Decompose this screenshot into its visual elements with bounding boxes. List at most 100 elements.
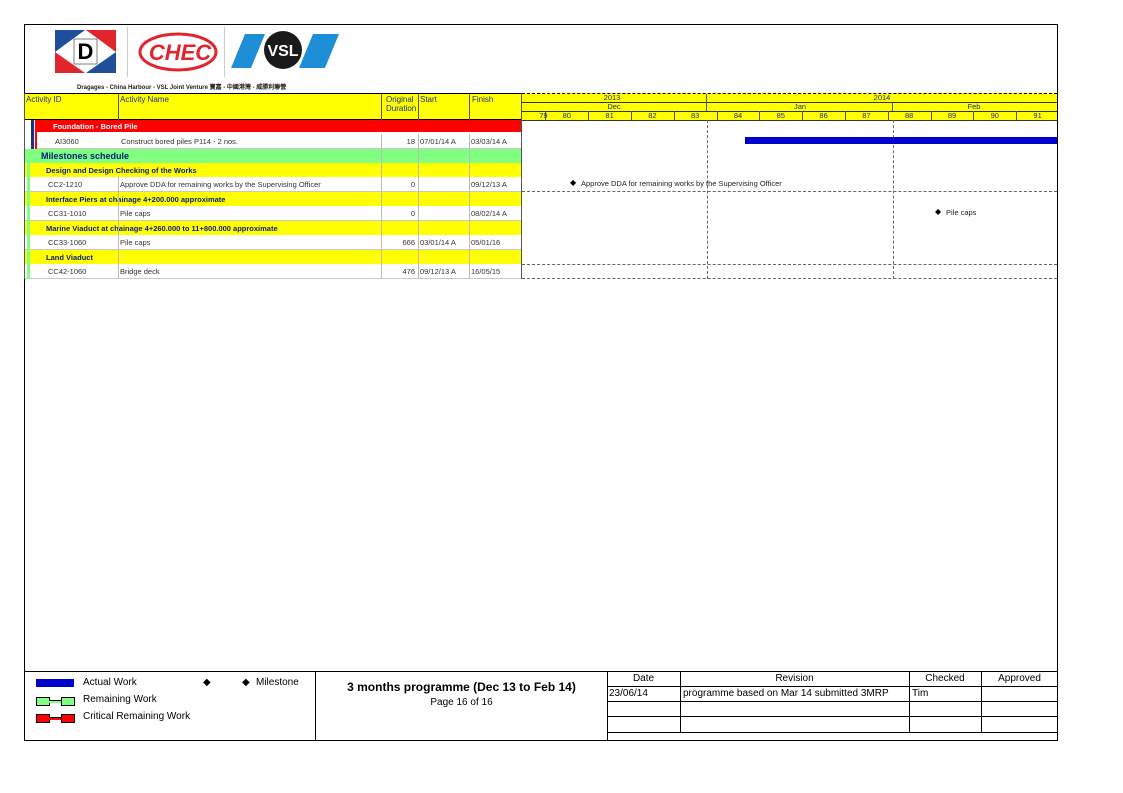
col-finish[interactable]: Finish	[472, 95, 494, 104]
group-milestones[interactable]: Milestones schedule	[24, 149, 522, 163]
group-label: Interface Piers at chainage 4+200.000 ap…	[46, 194, 226, 204]
group-design[interactable]: Design and Design Checking of the Works	[24, 163, 522, 177]
col-original-duration[interactable]: Original	[386, 95, 414, 104]
rev-date: 23/06/14	[609, 688, 648, 699]
week-label: 84	[733, 111, 743, 120]
svg-text:VSL: VSL	[267, 43, 298, 60]
column-header: Activity ID Activity Name Original Durat…	[24, 93, 522, 121]
legend-remaining-swatch	[36, 696, 75, 706]
activity-duration: 0	[410, 179, 415, 189]
rev-description: programme based on Mar 14 submitted 3MRP	[683, 688, 889, 699]
week-divider	[631, 111, 632, 120]
gantt-gridline	[707, 120, 708, 279]
activity-duration: 666	[402, 237, 415, 247]
group-interface[interactable]: Interface Piers at chainage 4+200.000 ap…	[24, 192, 522, 206]
group-label: Design and Design Checking of the Works	[46, 165, 197, 175]
jv-caption: Dragages - China Harbour - VSL Joint Ven…	[77, 85, 287, 91]
legend-remaining-label: Remaining Work	[83, 694, 157, 705]
legend-critical-label: Critical Remaining Work	[83, 711, 191, 722]
week-divider	[759, 111, 761, 120]
svg-text:D: D	[78, 39, 94, 64]
activity-finish: 09/12/13 A	[471, 179, 507, 189]
wbs-indicator	[27, 149, 30, 279]
milestone-icon: ◆	[203, 677, 211, 688]
activity-name: Bridge deck	[120, 266, 160, 276]
week-label: 90	[990, 111, 999, 120]
table-border	[24, 93, 25, 279]
wbs-indicator	[31, 120, 34, 149]
table-row[interactable]: CC42-1060 Bridge deck 476 09/12/13 A 16/…	[24, 264, 522, 279]
logo-divider	[224, 27, 225, 77]
table-border	[469, 134, 470, 279]
week-divider	[545, 111, 547, 120]
activity-start: 07/01/14 A	[420, 136, 456, 146]
milestone-icon: ◆	[242, 677, 250, 688]
week-divider	[930, 111, 932, 120]
milestone-label: Approve DDA for remaining works by the S…	[581, 179, 782, 188]
page-frame	[24, 24, 1058, 741]
week-label: 91	[1033, 111, 1042, 120]
table-row[interactable]: CC2-1210 Approve DDA for remaining works…	[24, 177, 522, 192]
week-label: 83	[691, 111, 700, 120]
svg-text:CHEC: CHEC	[149, 40, 212, 65]
group-marine[interactable]: Marine Viaduct at chainage 4+260.000 to …	[24, 221, 522, 235]
table-border	[418, 134, 419, 279]
activity-id: AI3060	[55, 136, 79, 146]
activity-duration: 18	[406, 136, 415, 146]
week-label: 89	[947, 111, 957, 120]
week-label: 87	[862, 111, 871, 120]
actual-work-bar[interactable]	[745, 137, 1057, 144]
group-label: Marine Viaduct at chainage 4+260.000 to …	[46, 223, 278, 233]
table-row[interactable]: CC31-1010 Pile caps 0 08/02/14 A	[24, 206, 522, 221]
month-jan: Jan	[793, 102, 807, 111]
activity-duration: 476	[402, 266, 415, 276]
week-divider	[673, 111, 675, 120]
table-border	[118, 177, 119, 279]
table-row[interactable]: AI3060 Construct bored piles P114 - 2 no…	[37, 134, 522, 149]
week-label: 88	[905, 111, 914, 120]
gantt-gridline	[893, 120, 894, 279]
week-divider	[588, 111, 590, 120]
group-foundation[interactable]: Foundation - Bored Pile	[37, 120, 522, 132]
activity-finish: 08/02/14 A	[471, 208, 507, 218]
col-start[interactable]: Start	[420, 95, 437, 104]
month-dec: Dec	[607, 102, 621, 111]
activity-id: CC2-1210	[48, 179, 83, 189]
group-label: Milestones schedule	[41, 151, 130, 161]
col-activity-id[interactable]: Activity ID	[26, 95, 62, 104]
milestone-icon[interactable]: ◆	[935, 207, 942, 216]
activity-name: Construct bored piles P114 - 2 nos.	[121, 136, 239, 146]
activity-id: CC31-1010	[48, 208, 87, 218]
logo-divider	[127, 27, 128, 77]
activity-duration: 0	[410, 208, 415, 218]
gantt-gridline	[522, 264, 1057, 265]
legend-actual-label: Actual Work	[83, 677, 137, 688]
legend-actual-swatch	[36, 679, 74, 687]
week-label: 79	[539, 111, 548, 120]
programme-title: 3 months programme (Dec 13 to Feb 14)	[347, 680, 576, 694]
activity-name: Pile caps	[120, 237, 151, 247]
activity-start: 09/12/13 A	[420, 266, 456, 276]
activity-finish: 16/05/15	[471, 266, 501, 276]
gantt-gridline	[522, 278, 1057, 279]
week-divider	[1016, 111, 1018, 120]
vsl-logo: VSL	[231, 31, 339, 69]
gantt-gridline	[522, 191, 1057, 192]
week-label: 81	[605, 111, 614, 120]
table-row[interactable]: CC33-1060 Pile caps 666 03/01/14 A 05/01…	[24, 235, 522, 250]
activity-start: 03/01/14 A	[420, 237, 456, 247]
legend-critical-swatch	[36, 713, 75, 723]
week-divider	[887, 111, 889, 120]
rev-checked: Tim	[912, 688, 929, 699]
col-activity-name[interactable]: Activity Name	[120, 95, 169, 104]
activity-id: CC42-1060	[48, 266, 87, 276]
week-label: 80	[562, 111, 571, 120]
activity-name: Approve DDA for remaining works by the S…	[120, 179, 321, 189]
month-feb: Feb	[967, 102, 981, 111]
group-land[interactable]: Land Viaduct	[24, 250, 522, 264]
dragages-logo: D	[55, 30, 116, 73]
week-divider	[845, 111, 846, 120]
milestone-icon[interactable]: ◆	[570, 178, 577, 187]
activity-name: Pile caps	[120, 208, 151, 218]
